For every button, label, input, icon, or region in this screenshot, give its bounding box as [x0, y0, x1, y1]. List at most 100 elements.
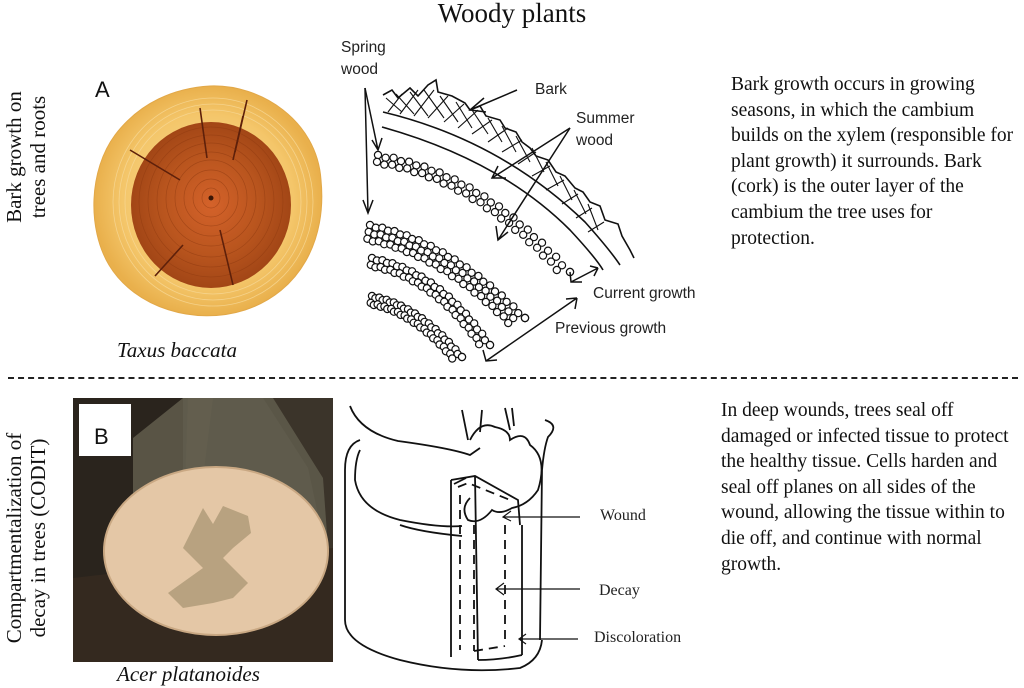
- wood-cell: [492, 296, 502, 305]
- wood-cell: [480, 336, 490, 345]
- wood-cell: [532, 243, 542, 252]
- wood-cell: [485, 281, 495, 290]
- acer-cross-section-photo: [73, 398, 333, 662]
- description-bark-growth: Bark growth occurs in growing seasons, i…: [731, 74, 1014, 249]
- wood-cell: [492, 307, 502, 317]
- wood-cell: [395, 163, 404, 173]
- panel-letter-b: B: [94, 424, 109, 449]
- wood-cell: [481, 286, 490, 295]
- wood-cell: [476, 291, 486, 301]
- wood-cell: [450, 255, 459, 264]
- wood-cell: [514, 308, 523, 318]
- label-discoloration: Discoloration: [594, 629, 682, 646]
- wood-cell: [497, 302, 506, 312]
- trunk-outline: [349, 405, 555, 641]
- wood-cell: [557, 261, 567, 270]
- wood-cell: [490, 287, 500, 296]
- wood-cell: [520, 313, 530, 323]
- panel-letter-a: A: [95, 77, 110, 102]
- wood-cell: [457, 352, 467, 362]
- wood-cell: [424, 173, 434, 182]
- label-decay: Decay: [599, 582, 640, 599]
- wood-cell: [443, 267, 452, 276]
- wood-cell: [459, 279, 468, 289]
- wood-cell: [372, 157, 382, 167]
- label-bark: Bark: [535, 81, 567, 98]
- wood-cell: [454, 274, 463, 283]
- wood-cell: [543, 246, 553, 255]
- figure-title: Woody plants: [437, 0, 587, 28]
- wood-cell: [474, 271, 483, 281]
- wood-cell: [486, 198, 495, 207]
- wood-cell: [455, 260, 464, 269]
- wood-cell: [462, 263, 471, 272]
- arrow-summer-wood-2: [495, 127, 571, 242]
- wood-cell: [496, 214, 506, 223]
- wood-cell: [472, 325, 482, 334]
- wood-cell: [380, 160, 389, 169]
- taxus-cross-section-image: [93, 85, 323, 317]
- wood-cell: [438, 248, 447, 257]
- arrow-current-growth: [569, 265, 599, 283]
- wood-cell: [439, 179, 448, 188]
- wood-cell: [486, 292, 495, 301]
- wood-cell: [504, 307, 513, 316]
- species-caption-acer: Acer platanoides: [117, 662, 260, 686]
- wood-cell: [387, 160, 397, 169]
- label-spring-wood: Spring wood: [341, 39, 386, 78]
- section-divider: [8, 377, 1018, 379]
- label-current-growth: Current growth: [593, 285, 696, 302]
- wood-cell: [467, 268, 476, 277]
- label-summer-wood: Summer wood: [576, 110, 635, 149]
- wood-cell: [469, 277, 479, 286]
- wood-cell: [432, 174, 442, 184]
- wood-cell: [465, 282, 474, 292]
- wood-cell: [501, 208, 510, 218]
- heartwood: [131, 122, 291, 288]
- leader-wound: [501, 510, 580, 522]
- species-caption-taxus: Taxus baccata: [117, 338, 237, 362]
- cambium-line-inner: [381, 126, 604, 271]
- label-previous-growth: Previous growth: [555, 320, 667, 337]
- wood-cell: [479, 277, 488, 286]
- wood-cell: [504, 318, 513, 328]
- wood-cell: [490, 207, 500, 217]
- arrow-bark: [468, 89, 518, 113]
- wood-cell: [509, 313, 518, 323]
- wood-cell: [465, 183, 474, 192]
- wood-cell: [519, 230, 528, 239]
- wood-cell: [474, 340, 484, 349]
- arrow-previous-growth: [482, 297, 578, 362]
- wood-cell: [453, 186, 463, 195]
- description-codit: In deep wounds, trees seal off damaged o…: [721, 400, 1009, 575]
- wood-cell: [480, 192, 489, 201]
- arrow-summer-wood-1: [490, 127, 571, 179]
- panel-letter-b-box: [79, 404, 131, 456]
- arrow-spring-wood-2: [362, 87, 374, 216]
- wood-cell-rows: [363, 150, 575, 363]
- wood-cell: [552, 265, 562, 275]
- wood-cell: [537, 238, 547, 247]
- wood-cell: [485, 340, 495, 350]
- wood-cell: [525, 237, 534, 247]
- wood-cell: [476, 197, 485, 207]
- wood-cell: [511, 225, 520, 235]
- decay-column: [450, 475, 523, 661]
- bark-outline: [382, 78, 635, 259]
- wood-cell: [551, 252, 561, 261]
- decay-pattern: [168, 506, 251, 608]
- wood-cell: [474, 283, 484, 292]
- wood-cell: [468, 194, 477, 204]
- wood-cell: [447, 181, 456, 190]
- wood-cell: [410, 167, 419, 177]
- wood-cell: [472, 188, 481, 198]
- wood-cell: [509, 302, 518, 311]
- wood-cell: [488, 301, 497, 311]
- wood-cell: [463, 274, 472, 283]
- wood-cell: [482, 204, 492, 213]
- wood-cell: [417, 168, 427, 178]
- wood-cell: [481, 297, 490, 307]
- wood-cell: [435, 254, 444, 263]
